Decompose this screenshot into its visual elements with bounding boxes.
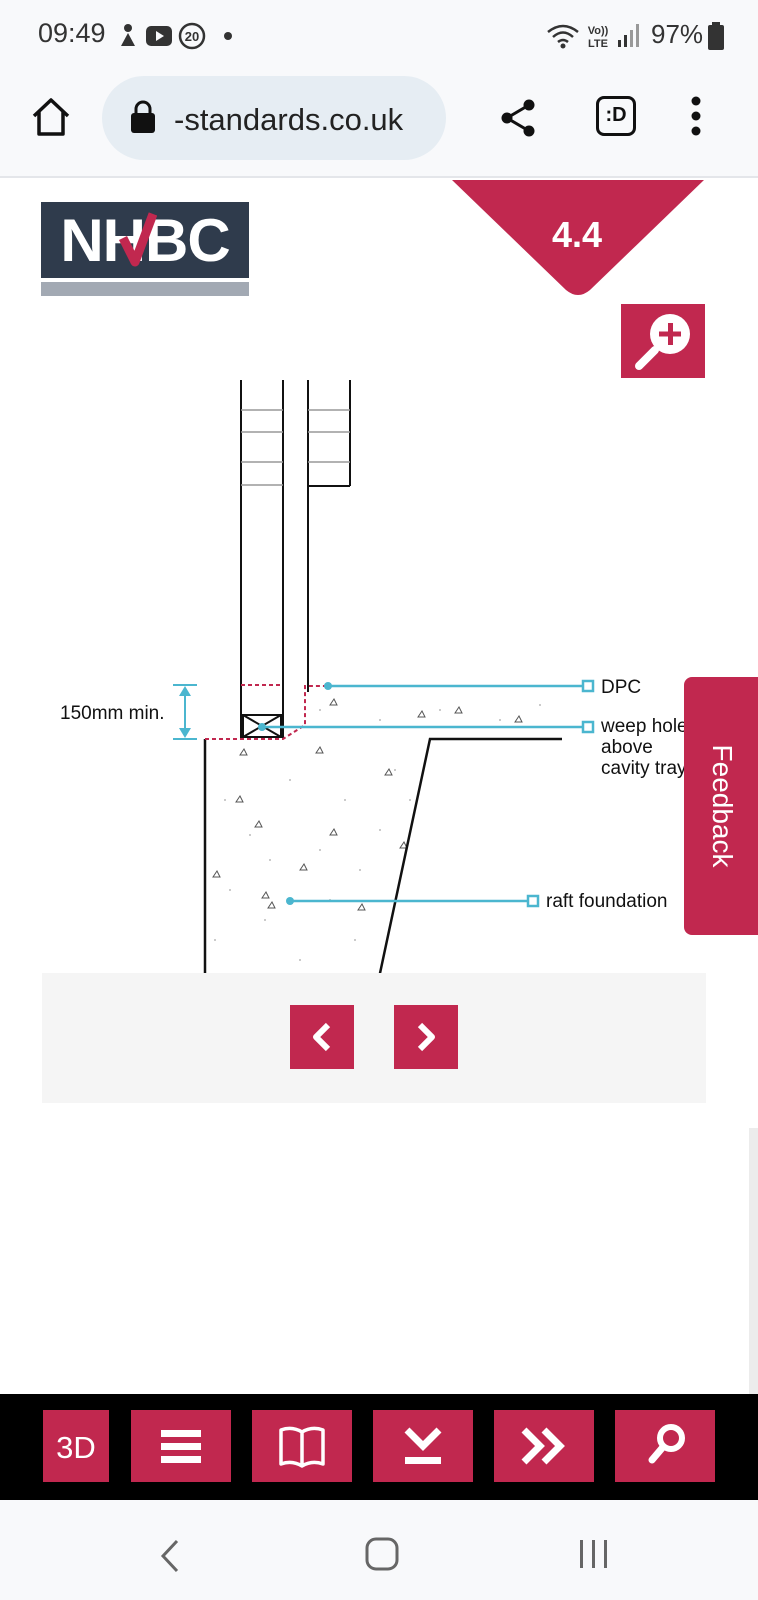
zoom-in-button[interactable] xyxy=(621,304,705,378)
signal-icon xyxy=(618,24,639,47)
more-icon[interactable] xyxy=(690,96,702,136)
3d-button[interactable]: 3D xyxy=(43,1410,109,1482)
dot-icon xyxy=(224,32,232,40)
chevron-right-icon xyxy=(417,1022,435,1052)
contents-button[interactable] xyxy=(252,1410,352,1482)
battery-icon xyxy=(708,22,724,50)
url-text: -standards.co.uk xyxy=(174,102,404,137)
system-navigation-bar xyxy=(0,1500,758,1600)
download-button[interactable] xyxy=(373,1410,473,1482)
youtube-icon xyxy=(146,26,172,46)
battery-percentage: 97% xyxy=(651,19,704,49)
menu-icon xyxy=(161,1430,201,1463)
dpc-label: DPC xyxy=(601,677,641,698)
logo-check-icon xyxy=(118,212,157,267)
weep-hole-label-line1: weep hole xyxy=(600,716,688,737)
search-button[interactable] xyxy=(615,1410,715,1482)
network-type: LTE xyxy=(588,38,608,50)
browser-toolbar: -standards.co.uk :D xyxy=(0,70,758,178)
status-bar: 09:49 20 Vo)) LTE 97% xyxy=(0,0,758,70)
dimension-label: 150mm min. xyxy=(60,703,165,724)
back-icon[interactable] xyxy=(158,1538,182,1574)
notification-icons: 20 xyxy=(121,22,232,50)
zoom-in-icon xyxy=(635,314,690,370)
next-button[interactable] xyxy=(394,1005,458,1069)
menu-button[interactable] xyxy=(131,1410,231,1482)
nhbc-logo: NHBC xyxy=(41,202,249,278)
home-nav-icon[interactable] xyxy=(364,1536,400,1572)
person-icon xyxy=(121,24,135,46)
app-toolbar: 3D xyxy=(0,1394,758,1500)
share-icon[interactable] xyxy=(500,98,536,138)
foundation-detail-drawing: 150mm min. DPC weep hole above cavity tr… xyxy=(60,380,688,1020)
clock: 09:49 xyxy=(38,18,106,48)
search-icon xyxy=(648,1424,685,1464)
book-icon xyxy=(279,1426,325,1468)
fast-forward-icon xyxy=(521,1427,565,1465)
page-navigation-panel xyxy=(42,973,706,1103)
weep-hole-label-line2: above xyxy=(601,737,653,758)
lock-icon xyxy=(131,100,155,133)
raft-foundation-label: raft foundation xyxy=(546,891,667,912)
skip-forward-button[interactable] xyxy=(494,1410,594,1482)
svg-text:Vo)): Vo)) xyxy=(588,25,609,37)
notification-badge: 20 xyxy=(185,29,199,44)
scrollbar-track[interactable] xyxy=(749,1128,758,1394)
feedback-tab[interactable]: Feedback xyxy=(684,677,758,935)
cavity-wall xyxy=(240,380,351,739)
weep-hole-label-line3: cavity tray xyxy=(601,758,687,779)
dpc-membrane xyxy=(205,684,330,740)
chevron-left-icon xyxy=(313,1022,331,1052)
wifi-icon xyxy=(547,24,579,44)
page-content: NHBC 4.4 xyxy=(0,180,758,1394)
recents-icon[interactable] xyxy=(578,1538,610,1570)
logo-stripe xyxy=(41,282,249,296)
badge-circle-icon xyxy=(178,22,206,50)
download-icon xyxy=(404,1427,442,1464)
connectivity-icons: Vo)) LTE xyxy=(547,24,639,50)
section-badge xyxy=(452,180,704,295)
section-number: 4.4 xyxy=(551,214,603,255)
tabs-icon[interactable]: :D xyxy=(596,96,636,136)
address-bar[interactable]: -standards.co.uk xyxy=(102,76,446,160)
3d-button-label: 3D xyxy=(56,1430,96,1465)
leader-lines xyxy=(258,679,595,908)
previous-button[interactable] xyxy=(290,1005,354,1069)
feedback-label: Feedback xyxy=(707,744,738,868)
dimension-marker xyxy=(173,684,197,740)
raft-foundation-concrete xyxy=(203,692,562,1020)
home-icon[interactable] xyxy=(30,96,72,138)
